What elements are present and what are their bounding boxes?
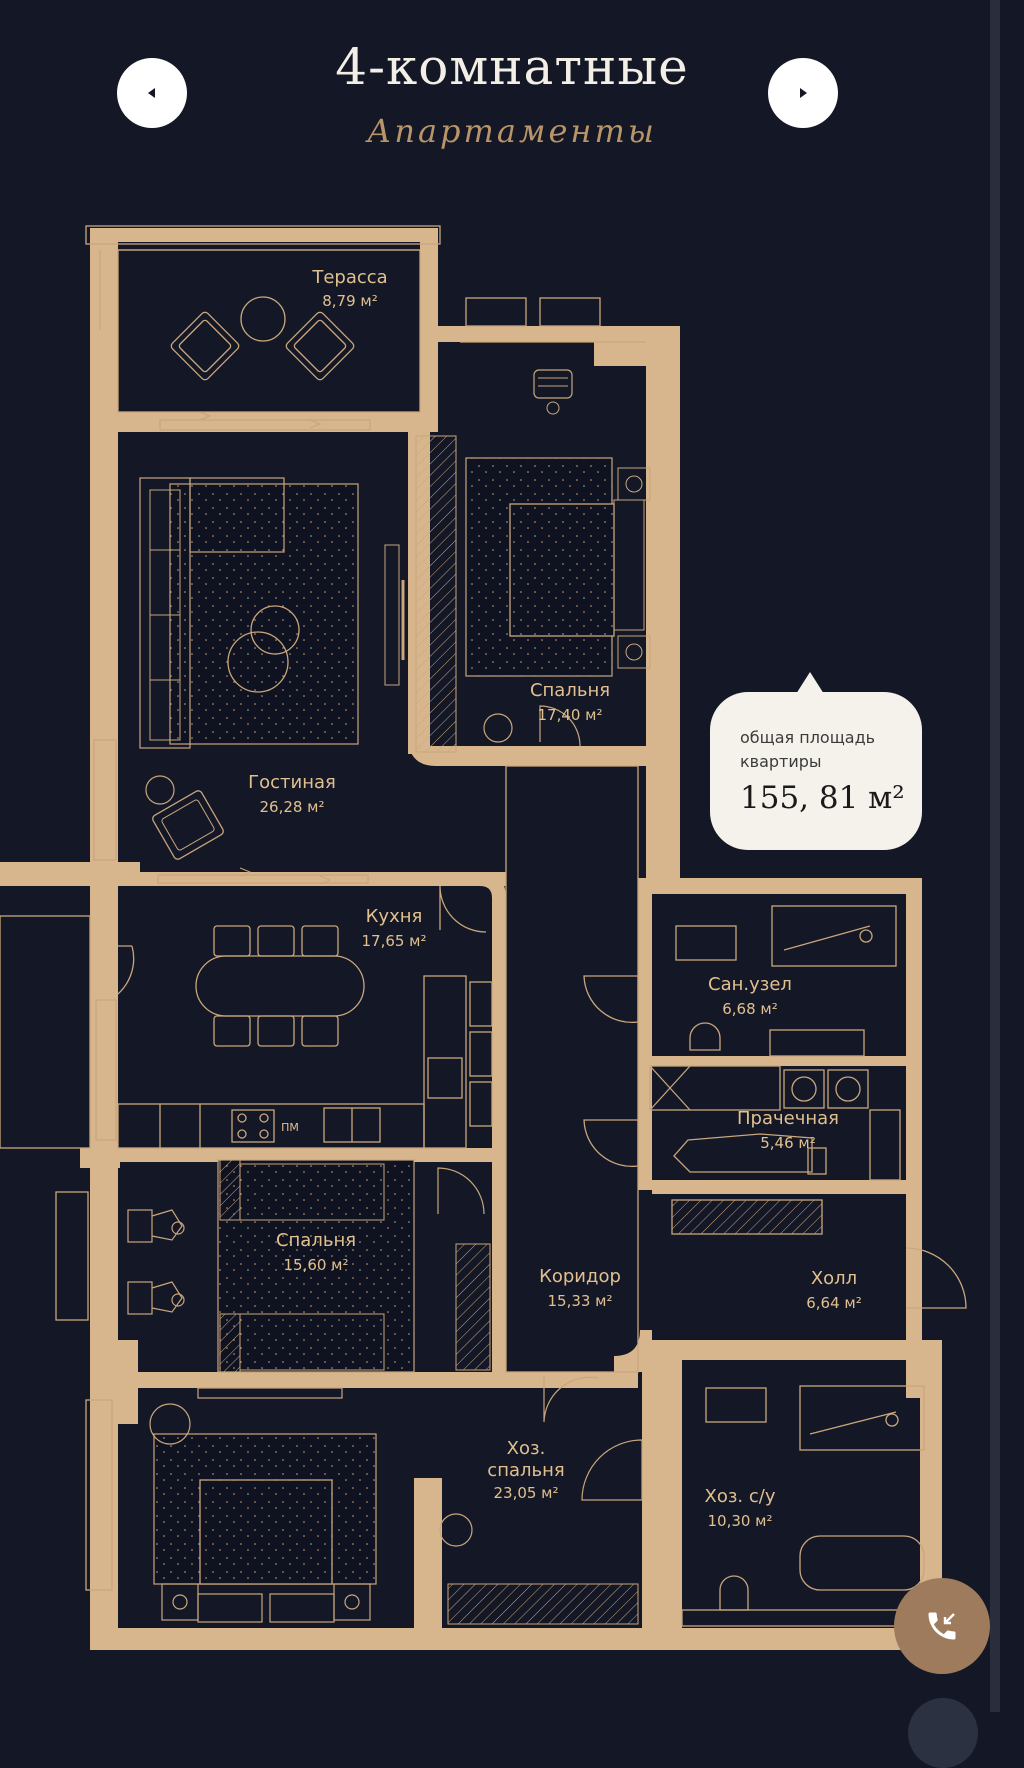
- room-name-kitchen: Кухня: [365, 906, 423, 927]
- triangle-right-icon: [800, 88, 807, 98]
- room-area-kitchen: 17,65 м²: [361, 932, 427, 950]
- room-area-living-room: 26,28 м²: [259, 798, 325, 816]
- oven-label: ПМ: [281, 1121, 299, 1134]
- terrace-furniture: [170, 296, 355, 429]
- master-bedroom-furniture: [149, 1376, 925, 1627]
- bottom-widget[interactable]: [908, 1698, 978, 1768]
- living-furniture: [139, 477, 405, 885]
- next-layout-button[interactable]: [768, 58, 838, 128]
- room-name-bathroom: Сан.узел: [708, 974, 792, 995]
- prev-layout-button[interactable]: [117, 58, 187, 128]
- room-area-hall: 6,64 м²: [806, 1294, 862, 1312]
- triangle-left-icon: [148, 88, 155, 98]
- kitchen-furniture: [117, 885, 493, 1149]
- bedroom-furniture: [415, 369, 651, 753]
- room-area-terrace: 8,79 м²: [322, 292, 378, 310]
- floor-plan: ПМ: [0, 225, 967, 1650]
- room-name-corridor: Коридор: [539, 1266, 621, 1287]
- bedroom2-furniture: [127, 1159, 491, 1373]
- room-name-master-bedroom: Хоз.: [506, 1438, 546, 1459]
- room-name-master-bedroom-2: спальня: [487, 1460, 565, 1481]
- room-area-bedroom: 17,40 м²: [537, 706, 603, 724]
- room-area-laundry: 5,46 м²: [760, 1134, 816, 1152]
- room-name-laundry: Прачечная: [737, 1108, 839, 1129]
- room-name-hall: Холл: [810, 1268, 858, 1289]
- room-area-corridor: 15,33 м²: [547, 1292, 613, 1310]
- room-name-living-room: Гостиная: [248, 772, 336, 793]
- page-subtitle: Апартаменты: [367, 112, 657, 150]
- room-area-bathroom: 6,68 м²: [722, 1000, 778, 1018]
- page-title: 4-комнатные: [335, 38, 689, 96]
- scrollbar[interactable]: [990, 0, 1000, 1712]
- bathroom-fixtures: [583, 905, 967, 1309]
- room-name-terrace: Терасса: [312, 267, 388, 288]
- room-area-master-bedroom: 23,05 м²: [493, 1484, 559, 1502]
- room-name-master-bathroom: Хоз. с/у: [704, 1486, 776, 1507]
- total-area-label: общая площадь квартиры: [740, 728, 876, 771]
- plan-outlines: [0, 225, 646, 1591]
- room-name-bedroom-2: Спальня: [275, 1230, 357, 1251]
- total-area-card: общая площадь квартиры 155, 81 м²: [710, 672, 922, 850]
- walls: [0, 228, 942, 1650]
- room-area-master-bathroom: 10,30 м²: [707, 1512, 773, 1530]
- call-button[interactable]: [894, 1578, 990, 1674]
- room-name-bedroom: Спальня: [529, 680, 611, 701]
- phone-icon: [928, 1612, 956, 1640]
- room-area-bedroom-2: 15,60 м²: [283, 1256, 349, 1274]
- header: 4-комнатные Апартаменты: [0, 0, 1024, 200]
- total-area-value: 155, 81 м²: [740, 780, 905, 816]
